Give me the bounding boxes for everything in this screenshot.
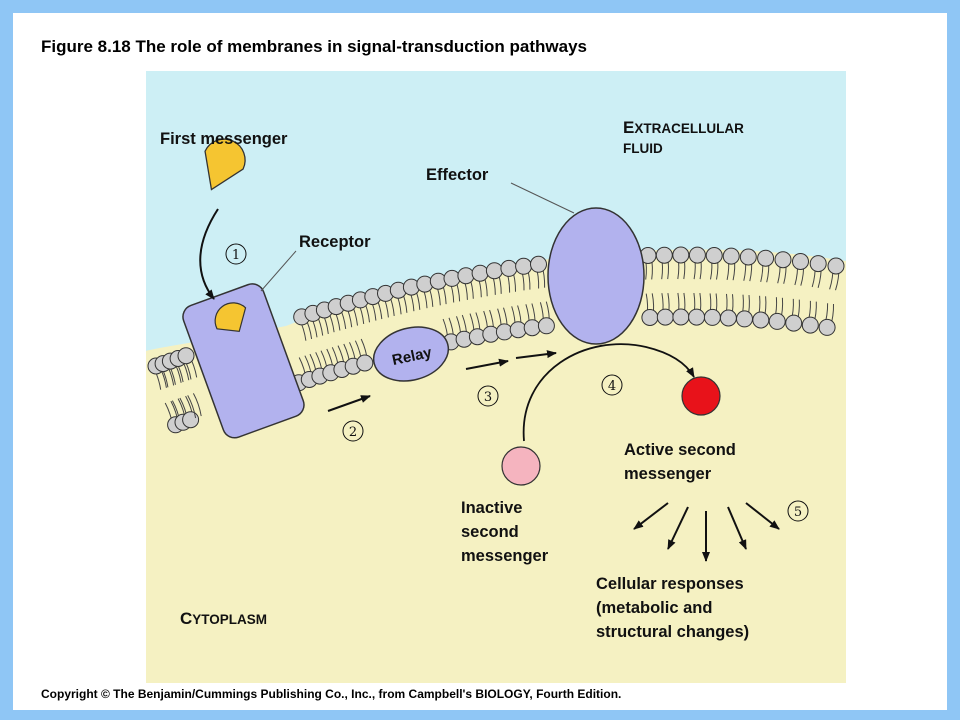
step-marker-5: 5 (787, 500, 809, 522)
inactive-second-messenger-label: Inactive second messenger (461, 499, 549, 565)
lipid-head (792, 253, 809, 270)
arrow-step-1 (199, 208, 219, 300)
lipid-head (656, 308, 674, 326)
svg-text:3: 3 (484, 390, 492, 405)
lipid-head (655, 246, 673, 264)
svg-text:5: 5 (794, 505, 802, 520)
lipid-head (705, 247, 723, 264)
lipid-head (443, 269, 461, 287)
extracellular-fluid-label-line2: FLUID (623, 141, 663, 156)
effector-protein (547, 207, 645, 345)
figure-title: Figure 8.18 The role of membranes in sig… (41, 37, 588, 56)
arrow-step-4 (522, 343, 695, 442)
extracellular-fluid-label: EXTRACELLULAR (623, 118, 744, 137)
arrow-response-1 (633, 502, 669, 530)
arrow-response-2 (667, 506, 689, 550)
lipid-head (429, 272, 447, 290)
arrow-response-5 (745, 502, 780, 530)
lipid-head (457, 267, 475, 285)
arrow-relay-1 (465, 358, 509, 370)
lipid-tail (187, 395, 197, 419)
step-marker-3: 3 (477, 385, 499, 407)
first-messenger-label: First messenger (160, 130, 288, 148)
lipid-head (739, 248, 757, 266)
lipid-head (688, 308, 706, 326)
lipid-head (523, 319, 541, 337)
relay-protein (372, 326, 450, 382)
lipid-bilayer (147, 246, 845, 434)
lipid-head (500, 259, 518, 277)
step-marker-2: 2 (342, 420, 364, 442)
lipid-head (827, 257, 845, 275)
inactive-second-messenger-icon (501, 446, 541, 486)
lipid-head (356, 354, 374, 372)
arrow-relay-2 (515, 350, 557, 359)
effector-leader-line (510, 182, 575, 214)
lipid-head (736, 310, 753, 328)
arrow-response-4 (727, 506, 747, 550)
lipid-head (785, 314, 803, 332)
active-second-messenger-label: Active second messenger (624, 441, 740, 483)
lipid-head (530, 255, 547, 273)
bound-first-messenger-icon (214, 302, 247, 333)
arrow-step-2 (327, 395, 371, 412)
receptor-label: Receptor (299, 233, 371, 251)
lipid-head (757, 249, 775, 267)
copyright-notice: Copyright © The Benjamin/Cummings Publis… (41, 687, 622, 701)
lipid-head (774, 251, 792, 269)
lipid-head (809, 255, 827, 273)
lipid-head (768, 312, 786, 330)
step-marker-1: 1 (225, 243, 247, 265)
signal-transduction-diagram: Relay 1 2 3 (146, 71, 846, 683)
lipid-head (641, 309, 659, 326)
effector-label: Effector (426, 166, 489, 184)
lipid-head (182, 411, 200, 429)
lipid-head (672, 246, 690, 264)
svg-text:4: 4 (608, 379, 616, 394)
receptor-protein (182, 283, 305, 439)
lipid-head (703, 308, 721, 326)
lipid-head (719, 309, 737, 327)
lipid-tail (192, 393, 202, 417)
first-messenger-icon (204, 138, 246, 191)
extracellular-region (146, 71, 846, 351)
lipid-head (672, 308, 690, 326)
receptor-leader-line (260, 250, 297, 292)
slide: Figure 8.18 The role of membranes in sig… (13, 13, 947, 710)
lipid-head (722, 247, 740, 265)
step-marker-4: 4 (601, 374, 623, 396)
lipid-head (801, 316, 819, 334)
lipid-head (688, 246, 706, 264)
lipid-head (485, 262, 503, 280)
lipid-head (509, 321, 527, 339)
cytoplasm-label: CYTOPLASM (180, 609, 267, 628)
lipid-head (515, 257, 533, 275)
active-second-messenger-icon (681, 376, 721, 416)
cellular-responses-label: Cellular responses (metabolic and struct… (596, 575, 749, 641)
lipid-head (471, 264, 489, 282)
lipid-head (177, 347, 195, 365)
lipid-head (537, 317, 555, 335)
svg-text:2: 2 (349, 425, 357, 440)
svg-text:1: 1 (232, 248, 240, 263)
lipid-head (818, 318, 836, 336)
lipid-head (752, 311, 770, 329)
